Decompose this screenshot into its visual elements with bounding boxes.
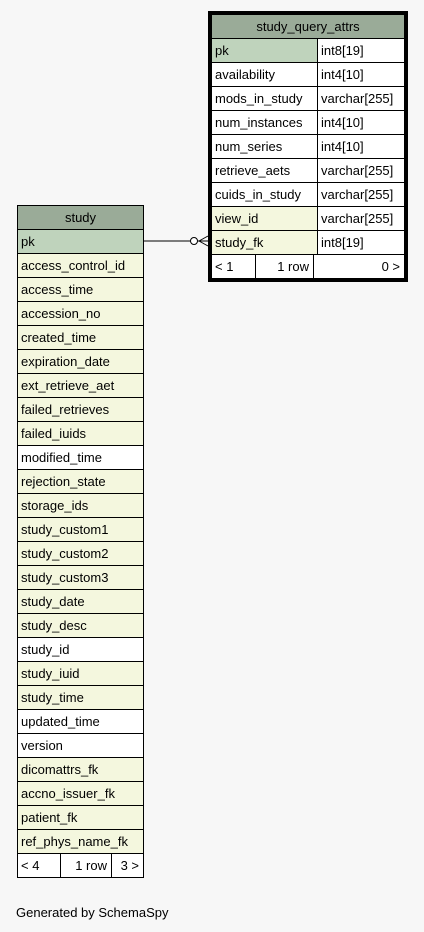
previous-link[interactable]: < 4 [18, 854, 61, 877]
table-row[interactable]: created_time [17, 325, 144, 350]
column-name[interactable]: patient_fk [17, 805, 144, 830]
column-type: int4[10] [317, 134, 405, 159]
column-name[interactable]: expiration_date [17, 349, 144, 374]
column-name[interactable]: modified_time [17, 445, 144, 470]
table-row[interactable]: accno_issuer_fk [17, 781, 144, 806]
table-row[interactable]: patient_fk [17, 805, 144, 830]
table-row[interactable]: study_id [17, 637, 144, 662]
table-row[interactable]: study_time [17, 685, 144, 710]
column-name[interactable]: view_id [211, 206, 318, 231]
table-row[interactable]: storage_ids [17, 493, 144, 518]
table-row[interactable]: ref_phys_name_fk [17, 829, 144, 854]
table-row[interactable]: dicomattrs_fk [17, 757, 144, 782]
table-row[interactable]: updated_time [17, 709, 144, 734]
column-type: int8[19] [317, 230, 405, 255]
column-type: int8[19] [317, 38, 405, 63]
column-name[interactable]: version [17, 733, 144, 758]
column-name[interactable]: availability [211, 62, 318, 87]
table-row[interactable]: access_time [17, 277, 144, 302]
column-type: varchar[255] [317, 182, 405, 207]
column-name[interactable]: created_time [17, 325, 144, 350]
column-name[interactable]: dicomattrs_fk [17, 757, 144, 782]
column-name[interactable]: study_fk [211, 230, 318, 255]
table-row[interactable]: access_control_id [17, 253, 144, 278]
column-name[interactable]: updated_time [17, 709, 144, 734]
table-row[interactable]: study_iuid [17, 661, 144, 686]
column-type: varchar[255] [317, 206, 405, 231]
column-name[interactable]: study_custom2 [17, 541, 144, 566]
column-name[interactable]: access_control_id [17, 253, 144, 278]
column-name[interactable]: study_id [17, 637, 144, 662]
column-type: int4[10] [317, 62, 405, 87]
table-title[interactable]: study [17, 205, 144, 230]
table-row[interactable]: pk [17, 229, 144, 254]
table-row[interactable]: rejection_state [17, 469, 144, 494]
row-count: 1 row [61, 854, 112, 877]
column-name[interactable]: study_custom3 [17, 565, 144, 590]
column-name[interactable]: ext_retrieve_aet [17, 373, 144, 398]
column-type: varchar[255] [317, 158, 405, 183]
column-name[interactable]: rejection_state [17, 469, 144, 494]
column-name[interactable]: ref_phys_name_fk [17, 829, 144, 854]
column-name[interactable]: retrieve_aets [211, 158, 318, 183]
table-row[interactable]: accession_no [17, 301, 144, 326]
next-link[interactable]: 3 > [120, 858, 139, 873]
table-row[interactable]: version [17, 733, 144, 758]
table-row[interactable]: ext_retrieve_aet [17, 373, 144, 398]
column-name[interactable]: failed_iuids [17, 421, 144, 446]
table-row[interactable]: study_custom3 [17, 565, 144, 590]
column-type: int4[10] [317, 110, 405, 135]
column-name[interactable]: accession_no [17, 301, 144, 326]
table-row[interactable]: study_custom2 [17, 541, 144, 566]
table-row[interactable]: failed_iuids [17, 421, 144, 446]
column-name[interactable]: num_series [211, 134, 318, 159]
column-name[interactable]: study_custom1 [17, 517, 144, 542]
previous-link[interactable]: < 1 [212, 255, 256, 278]
column-name[interactable]: study_time [17, 685, 144, 710]
column-name[interactable]: study_date [17, 589, 144, 614]
column-name[interactable]: access_time [17, 277, 144, 302]
column-name[interactable]: mods_in_study [211, 86, 318, 111]
column-name[interactable]: storage_ids [17, 493, 144, 518]
table-row[interactable]: study_desc [17, 613, 144, 638]
column-name[interactable]: cuids_in_study [211, 182, 318, 207]
column-name[interactable]: pk [211, 38, 318, 63]
column-name[interactable]: study_desc [17, 613, 144, 638]
column-type: varchar[255] [317, 86, 405, 111]
generated-by-label: Generated by SchemaSpy [16, 905, 169, 920]
table-row[interactable]: modified_time [17, 445, 144, 470]
table-row[interactable]: expiration_date [17, 349, 144, 374]
table-row[interactable]: study_date [17, 589, 144, 614]
table-row[interactable]: study_custom1 [17, 517, 144, 542]
row-count: 1 row [256, 255, 314, 278]
column-name[interactable]: pk [17, 229, 144, 254]
column-name[interactable]: num_instances [211, 110, 318, 135]
column-name[interactable]: study_iuid [17, 661, 144, 686]
column-name[interactable]: accno_issuer_fk [17, 781, 144, 806]
table-title[interactable]: study_query_attrs [211, 14, 405, 39]
table-row[interactable]: failed_retrieves [17, 397, 144, 422]
column-name[interactable]: failed_retrieves [17, 397, 144, 422]
next-link[interactable]: 0 > [381, 259, 400, 274]
